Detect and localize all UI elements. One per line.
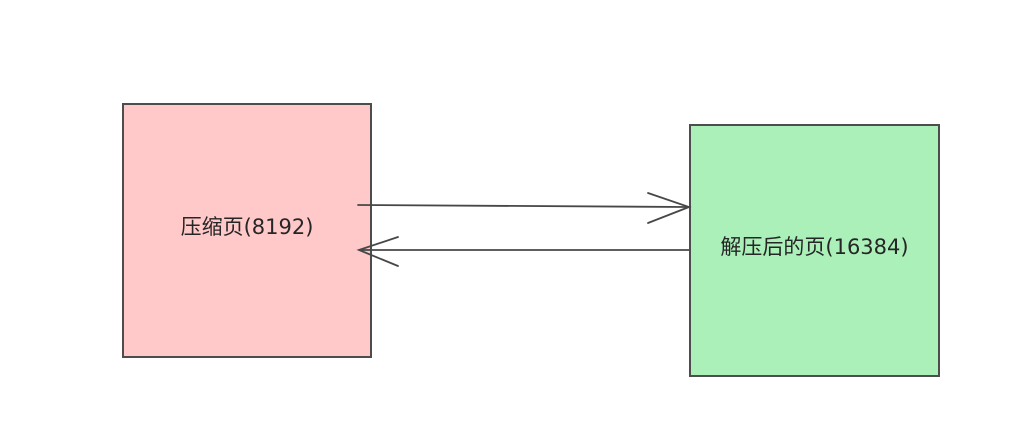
decompressed-page-node: 解压后的页(16384) [689,124,940,377]
compressed-page-node: 压缩页(8192) [122,103,372,358]
arrow-right-head-icon [647,192,692,224]
arrow-compress-to-decompress [357,192,692,224]
arrow-right-shaft [357,204,688,208]
compressed-page-label: 压缩页(8192) [180,214,314,239]
decompressed-page-label: 解压后的页(16384) [720,234,909,259]
arrow-decompress-to-compress [356,236,690,267]
